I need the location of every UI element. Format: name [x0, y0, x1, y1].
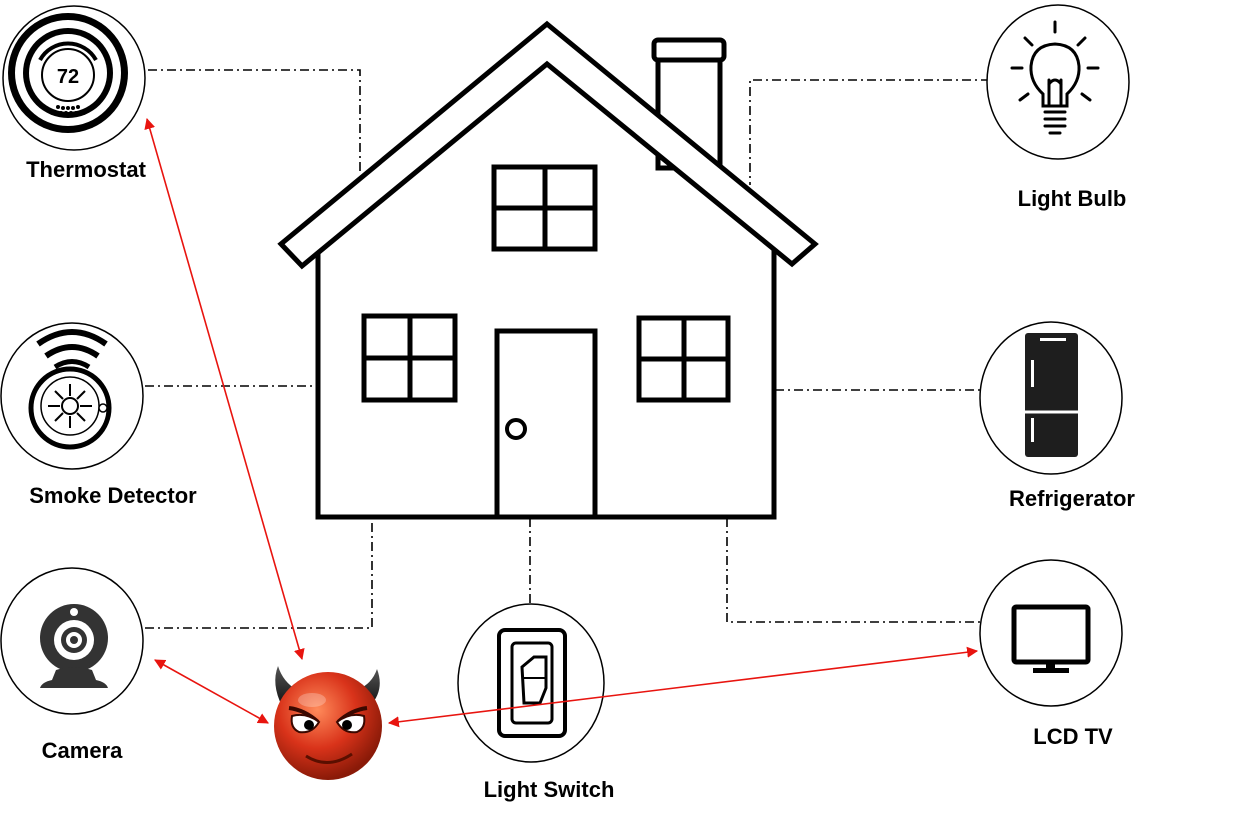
connection-thermostat — [148, 69, 361, 175]
light-bulb-label: Light Bulb — [1017, 186, 1127, 211]
roof — [277, 20, 819, 270]
smoke-detector-icon — [28, 329, 112, 450]
attack-arrow-lcd-tv — [387, 646, 979, 728]
webcam-icon — [38, 596, 111, 690]
attack-arrow-thermostat — [144, 117, 305, 661]
smoke-detector-label: Smoke Detector — [29, 483, 197, 508]
light-bulb-icon — [1010, 20, 1100, 135]
refrigerator-icon — [1025, 333, 1078, 457]
connection-camera — [145, 518, 373, 629]
devil-face-icon — [274, 666, 382, 780]
connection-light-bulb — [749, 79, 990, 185]
attack-arrow-camera — [154, 659, 269, 724]
refrigerator-label: Refrigerator — [1009, 486, 1135, 511]
attack-arrows — [144, 117, 979, 728]
chimney-cap — [651, 37, 727, 63]
connection-lines — [145, 69, 990, 629]
light-switch-label: Light Switch — [483, 777, 615, 802]
tv-monitor-icon — [1011, 604, 1091, 673]
connection-lcd-tv — [726, 518, 980, 623]
thermostat-display: 72 — [57, 66, 79, 88]
light-switch-icon — [497, 628, 567, 738]
door — [494, 328, 598, 517]
thermostat-icon: 72 — [8, 13, 128, 133]
house-icon — [277, 20, 819, 520]
thermostat-label: Thermostat — [26, 157, 146, 182]
door-knob — [505, 418, 527, 440]
house-body — [315, 250, 777, 520]
camera-label: Camera — [41, 738, 123, 763]
lcd-tv-label: LCD TV — [1033, 724, 1113, 749]
